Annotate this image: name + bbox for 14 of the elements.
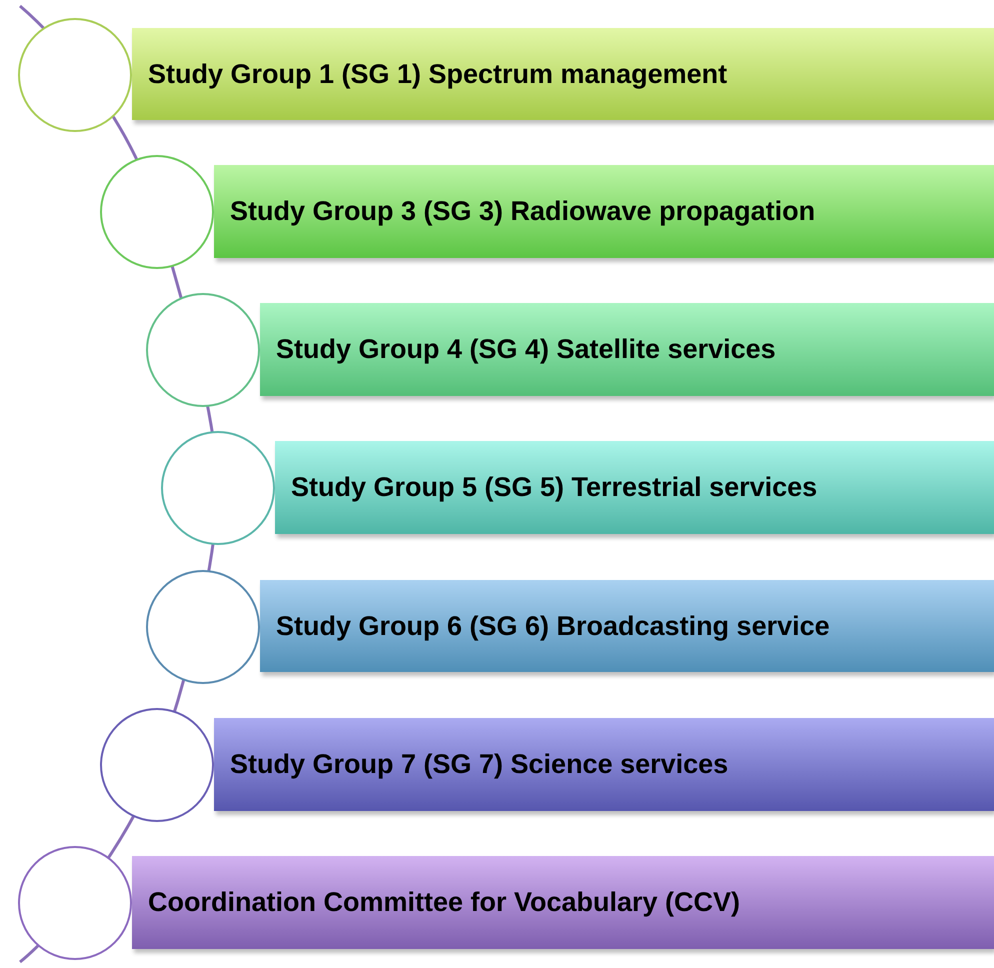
list-bar — [260, 303, 994, 396]
bar-label: Study Group 4 (SG 4) Satellite services — [276, 334, 776, 365]
bar-label: Coordination Committee for Vocabulary (CCV) — [148, 887, 740, 918]
bar-label: Study Group 6 (SG 6) Broadcasting service — [276, 610, 830, 642]
list-bar — [214, 718, 994, 811]
bar-label: Study Group 1 (SG 1) Spectrum management — [148, 58, 728, 90]
list-bar — [214, 165, 994, 258]
list-bar — [132, 856, 994, 949]
list-bar — [275, 441, 994, 534]
list-bar — [132, 28, 994, 120]
bar-label: Study Group 7 (SG 7) Science services — [230, 749, 728, 780]
bar-label: Study Group 5 (SG 5) Terrestrial services — [291, 472, 818, 503]
bar-label: Study Group 3 (SG 3) Radiowave propagation — [230, 196, 816, 227]
list-bar — [260, 580, 994, 672]
